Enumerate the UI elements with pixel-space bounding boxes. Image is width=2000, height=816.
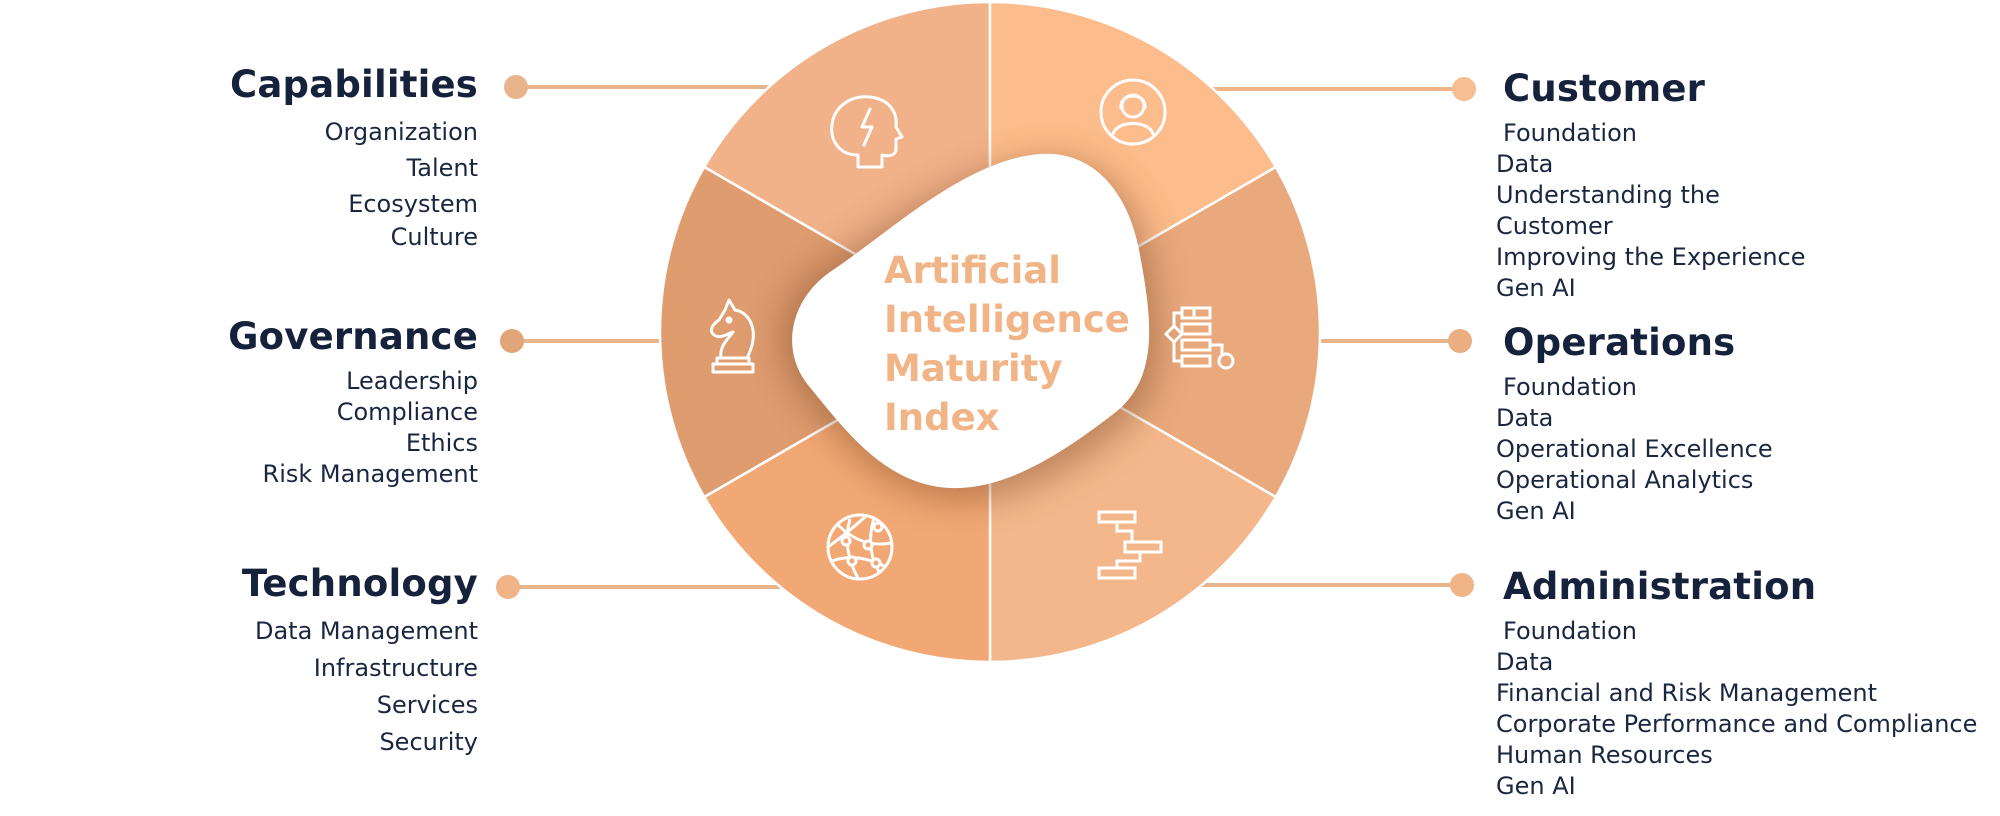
- list-item: Corporate Performance and Compliance: [1496, 710, 1978, 738]
- list-item: Gen AI: [1496, 497, 1576, 525]
- panel-title-capabilities: Capabilities: [230, 63, 478, 106]
- center-title-line-4: Index: [884, 396, 1000, 439]
- list-item: Data: [1496, 648, 1554, 676]
- connector-dot-technology: [496, 575, 520, 599]
- panel-title-technology: Technology: [241, 562, 478, 605]
- center-title-line-3: Maturity: [884, 347, 1063, 390]
- list-item: Talent: [406, 154, 478, 182]
- connector-dot-governance: [500, 329, 524, 353]
- panel-list-customer: Foundation Data Understanding the Custom…: [1496, 118, 1933, 304]
- list-item: Organization: [324, 118, 478, 146]
- list-item: Leadership: [346, 367, 478, 395]
- panel-title-governance: Governance: [228, 315, 478, 358]
- list-item: Ecosystem: [348, 190, 478, 218]
- list-item: Ethics: [405, 429, 478, 457]
- connector-dot-administration: [1450, 573, 1474, 597]
- list-item: Services: [376, 691, 478, 719]
- list-item: Customer: [1496, 212, 1613, 240]
- list-item: Operational Analytics: [1496, 466, 1754, 494]
- brain-lightning-icon: [830, 95, 904, 169]
- center-blob: [792, 153, 1150, 489]
- list-item: Gen AI: [1496, 274, 1576, 302]
- panel-title-customer: Customer: [1503, 67, 1706, 110]
- list-item: Human Resources: [1496, 741, 1713, 769]
- list-item: Understanding the: [1496, 181, 1720, 209]
- connector-dot-capabilities: [504, 75, 528, 99]
- person-icon: [1099, 78, 1167, 146]
- gantt-chart-icon: [1097, 510, 1163, 580]
- list-item: Data: [1496, 404, 1554, 432]
- chess-knight-icon: [709, 298, 755, 374]
- panel-list-capabilities: Organization Talent Ecosystem Culture: [48, 114, 478, 252]
- list-item: Culture: [390, 223, 478, 251]
- center-title: Artificial Intelligence Maturity Index: [884, 249, 1130, 439]
- connector-dot-customer: [1452, 77, 1476, 101]
- panel-capabilities: Capabilities Organization Talent Ecosyst…: [48, 62, 478, 252]
- panel-title-administration: Administration: [1503, 565, 1817, 608]
- list-item: Gen AI: [1496, 772, 1576, 800]
- panel-technology: Technology Data Management Infrastructur…: [48, 561, 478, 761]
- list-item: Foundation: [1503, 119, 1637, 147]
- panel-title-operations: Operations: [1503, 321, 1736, 364]
- panel-operations: Operations Foundation Data Operational E…: [1496, 320, 1933, 527]
- list-item: Financial and Risk Management: [1496, 679, 1877, 707]
- center-title-line-2: Intelligence: [884, 298, 1130, 341]
- list-item: Foundation: [1503, 373, 1637, 401]
- list-item: Infrastructure: [313, 654, 478, 682]
- connectors: [496, 75, 1476, 599]
- network-globe-icon: [826, 513, 894, 581]
- panel-list-administration: Foundation Data Financial and Risk Manag…: [1496, 616, 1978, 802]
- center-title-line-1: Artificial: [884, 249, 1061, 292]
- list-item: Improving the Experience: [1496, 243, 1806, 271]
- connector-dot-operations: [1448, 329, 1472, 353]
- list-item: Data: [1496, 150, 1554, 178]
- list-item: Security: [379, 728, 478, 756]
- flowchart-icon: [1163, 306, 1235, 370]
- list-item: Risk Management: [262, 460, 478, 488]
- list-item: Data Management: [254, 617, 478, 645]
- panel-list-operations: Foundation Data Operational Excellence O…: [1496, 372, 1933, 527]
- panel-administration: Administration Foundation Data Financial…: [1496, 564, 1977, 802]
- panel-list-governance: Leadership Compliance Ethics Risk Manage…: [48, 366, 478, 490]
- list-item: Operational Excellence: [1496, 435, 1773, 463]
- panel-list-technology: Data Management Infrastructure Services …: [48, 613, 478, 761]
- panel-governance: Governance Leadership Compliance Ethics …: [48, 314, 478, 490]
- panel-customer: Customer Foundation Data Understanding t…: [1496, 66, 1933, 304]
- list-item: Compliance: [336, 398, 478, 426]
- list-item: Foundation: [1503, 617, 1637, 645]
